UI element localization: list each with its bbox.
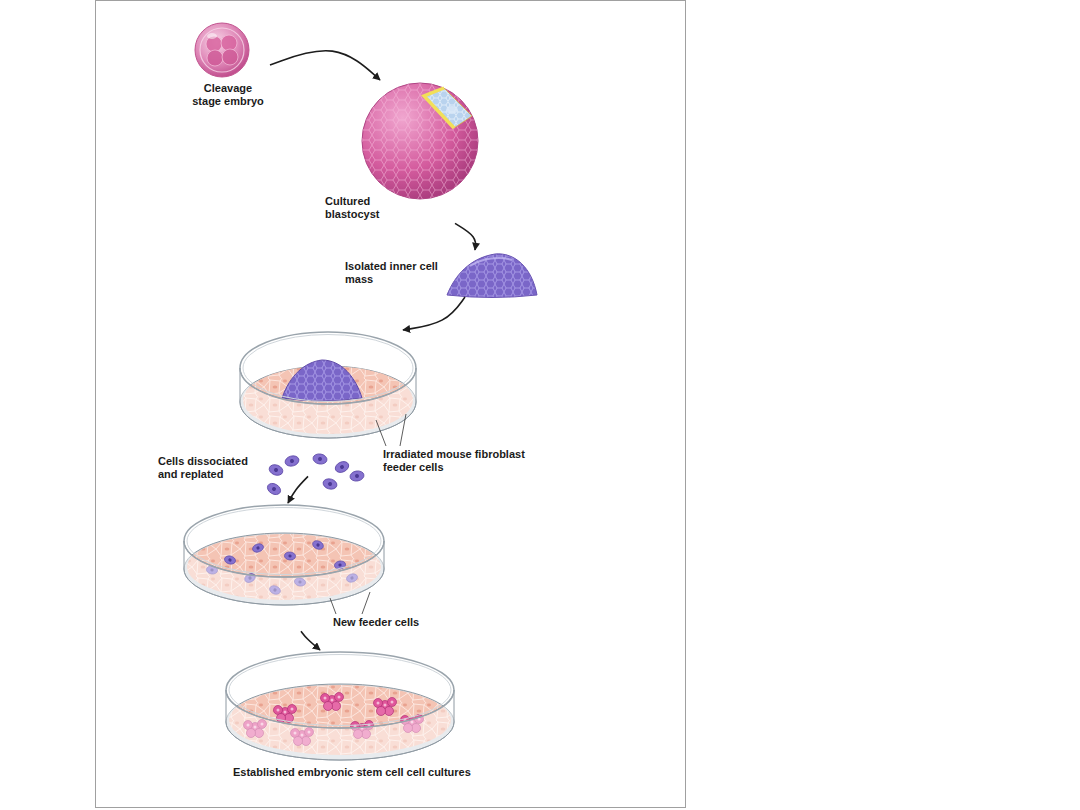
leader-line — [330, 598, 336, 614]
culture-dish-2 — [284, 552, 296, 561]
leader-line — [376, 420, 386, 446]
culture-dish-3 — [229, 655, 451, 726]
dissociated-cells — [268, 463, 285, 477]
blastocyst-drawing — [362, 83, 478, 199]
culture-dish-1 — [282, 360, 362, 401]
embryo-drawing — [221, 35, 237, 51]
culture-dish-2 — [184, 505, 384, 577]
stage-node: Isolated inner cell mass — [345, 250, 540, 297]
embryo-drawing — [195, 23, 249, 77]
stage-label: Irradiated mouse fibroblast feeder cells — [383, 448, 533, 474]
stage-node: Established embryonic stem cell cell cul… — [225, 650, 525, 781]
flow-arrow — [403, 297, 465, 330]
blastocyst-drawing — [446, 106, 458, 114]
edge-label: Cells dissociated and replated — [158, 455, 263, 481]
culture-dish-1 — [243, 335, 413, 402]
culture-dish-3 — [274, 705, 297, 723]
culture-dish-3 — [374, 698, 397, 716]
flow-arrow — [288, 476, 308, 503]
stage-node: Irradiated mouse fibroblast feeder cells — [238, 330, 535, 476]
inner-cell-mass-drawing — [470, 258, 512, 266]
blastocyst-drawing — [424, 88, 472, 128]
inner-cell-mass-drawing — [447, 254, 537, 298]
leader-line — [376, 414, 406, 446]
flow-arrow — [301, 631, 320, 650]
flow-arrow — [270, 51, 380, 80]
culture-dish-3 — [226, 684, 454, 760]
dissociated-cells — [312, 453, 328, 465]
culture-dish-3 — [321, 693, 344, 711]
stage-label: Established embryonic stem cell cell cul… — [233, 766, 523, 779]
stage-label: New feeder cells — [333, 616, 448, 629]
culture-dish-2 — [184, 541, 384, 605]
culture-dish-2 — [251, 542, 264, 553]
inner-cell-mass-drawing — [447, 254, 537, 298]
dissociated-cells — [265, 481, 282, 497]
stage-node: New feeder cells — [183, 503, 453, 631]
culture-dish-2 — [311, 539, 325, 551]
stage-label: Isolated inner cell mass — [345, 260, 445, 286]
culture-dish-3 — [226, 652, 454, 760]
stage-node: Cleavage stage embryo — [188, 20, 270, 110]
embryo-drawing — [200, 28, 244, 72]
culture-dish-1 — [240, 368, 416, 438]
dissociated-cells — [334, 460, 351, 475]
stage-node: Cultured blastocyst — [325, 80, 485, 223]
dissociated-cells — [322, 477, 338, 490]
leader-line — [400, 414, 406, 446]
culture-dish-1 — [240, 332, 416, 438]
flow-arrow — [455, 223, 476, 250]
embryo-drawing — [195, 23, 249, 77]
stage-label: Cleavage stage embryo — [188, 82, 268, 108]
culture-dish-3 — [226, 652, 454, 728]
page-frame — [96, 1, 686, 808]
embryo-drawing — [222, 49, 238, 65]
culture-dish-1 — [240, 332, 416, 404]
embryo-drawing — [207, 33, 217, 39]
leader-line — [362, 592, 370, 614]
blastocyst-drawing — [362, 83, 478, 199]
culture-dish-2 — [187, 508, 381, 575]
dissociated-cells — [349, 470, 365, 482]
blastocyst-drawing — [362, 83, 478, 199]
dissociated-cells — [265, 453, 364, 497]
dissociated-cells — [284, 454, 300, 467]
culture-dish-2 — [184, 533, 384, 605]
culture-dish-2 — [184, 505, 384, 605]
embryo-drawing — [207, 50, 223, 66]
culture-dish-2 — [224, 555, 237, 566]
leader-line — [330, 592, 370, 614]
stage-label: Cultured blastocyst — [325, 195, 397, 221]
edge-label-holder: Cells dissociated and replated — [158, 455, 263, 481]
